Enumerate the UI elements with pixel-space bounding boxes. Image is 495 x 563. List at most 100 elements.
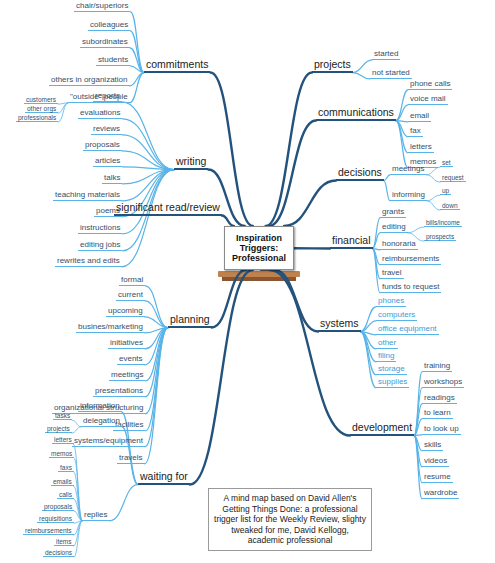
subtopic: meetings (390, 165, 426, 175)
topic-text: presentations (95, 386, 143, 395)
subtopic: reports (93, 92, 122, 102)
topic-text: travels (119, 453, 143, 462)
topic-text: reports (95, 91, 120, 100)
topic-text: not started (372, 68, 410, 77)
branch-line (122, 167, 174, 170)
topic-text: subordinates (82, 37, 128, 46)
leaf-topic: professionals (16, 114, 58, 122)
subtopic: filing (376, 352, 396, 362)
branch-line (427, 201, 440, 210)
topic-text: videos (424, 456, 447, 465)
topic-text: articles (95, 156, 120, 165)
topic-text: editing (382, 222, 406, 231)
subtopic: others in organization (49, 76, 130, 86)
branch-line (384, 175, 390, 181)
branch-line (74, 511, 82, 521)
branch-line (414, 436, 422, 499)
topic-text: funds to request (382, 282, 439, 291)
branch-line (414, 388, 422, 436)
topic-text: initiatives (110, 338, 143, 347)
branch-line (122, 170, 174, 267)
branch-line (122, 135, 174, 170)
leaf-topic: proposals (42, 503, 74, 511)
topic-text: letters (410, 142, 432, 151)
topic-text: informing (392, 190, 425, 199)
topic-text: prospects (426, 233, 454, 240)
subtopic: editing (380, 223, 408, 233)
topic-text: commitments (146, 58, 208, 70)
subtopic: phone calls (408, 80, 452, 90)
topic-text: skills (424, 440, 441, 449)
branch-line (145, 286, 168, 328)
subtopic: not started (370, 69, 412, 79)
subtopic: replies (82, 511, 110, 521)
topic-text: financial (332, 234, 371, 246)
topic-text: phones (378, 296, 404, 305)
topic-text: to learn (424, 408, 451, 417)
topic-text: planning (170, 313, 210, 325)
subtopic: email (408, 112, 431, 122)
branch-line (145, 301, 168, 328)
branch-line (58, 103, 68, 122)
topic-text: storage (378, 364, 405, 373)
subtopic: other (376, 339, 398, 349)
branch-line (414, 419, 422, 436)
subtopic: skills (422, 441, 443, 451)
subtopic: formal (119, 276, 145, 286)
topic-text: requisitions (39, 515, 72, 522)
topic-text: bills/income (426, 219, 460, 226)
branch-line (396, 105, 408, 121)
leaf-topic: items (54, 538, 74, 546)
topic-text: meetings (392, 164, 424, 173)
branch-line (145, 317, 168, 328)
branch-line (130, 48, 144, 73)
subtopic: voice mail (408, 95, 448, 105)
branch-line (74, 472, 82, 521)
leaf-topic: memos (49, 450, 74, 458)
topic-text: information (80, 401, 120, 410)
subtopic: colleagues (88, 21, 130, 31)
topic-text: replies (84, 510, 108, 519)
topic-text: supplies (378, 377, 407, 386)
leaf-topic: letters (52, 436, 74, 444)
topic-text: projects (47, 425, 70, 432)
topic-text: others in organization (51, 75, 128, 84)
branch-line (284, 181, 336, 226)
branch-line (122, 119, 174, 170)
topic-text: instructions (80, 223, 120, 232)
branch-line (72, 420, 81, 427)
branch-line (222, 216, 234, 226)
topic-text: request (442, 174, 464, 181)
subtopic: phones (376, 297, 406, 307)
topic-text: training (424, 361, 450, 370)
branch-topic: planning (168, 314, 212, 328)
branch-topic: development (350, 422, 414, 436)
subtopic: instructions (78, 224, 122, 234)
subtopic: reimbursements (380, 255, 441, 265)
topic-text: set (442, 159, 451, 166)
branch-line (190, 270, 253, 485)
subtopic: editing jobs (78, 241, 122, 251)
topic-text: reimbursements (25, 527, 72, 534)
branch-topic: waiting for (138, 471, 190, 485)
branch-line (74, 458, 82, 521)
branch-line (130, 12, 144, 73)
branch-line (130, 66, 144, 73)
topic-text: reviews (93, 124, 120, 133)
topic-text: decisions (45, 549, 72, 556)
subtopic: supplies (376, 378, 409, 388)
topic-text: voice mail (410, 94, 446, 103)
topic-text: systems/equipment (74, 436, 143, 445)
branch-line (426, 175, 440, 182)
subtopic: delegation (81, 417, 122, 427)
caption-text: A mind map based on David Allen's Gettin… (214, 493, 366, 545)
topic-text: started (374, 49, 398, 58)
subtopic: chair/superiors (74, 2, 130, 12)
branch-line (414, 404, 422, 436)
leaf-topic: set (440, 159, 453, 167)
topic-text: up (442, 187, 449, 194)
branch-line (74, 499, 82, 521)
central-topic: Inspiration Triggers: Professional (224, 226, 294, 270)
topic-text: students (98, 55, 128, 64)
